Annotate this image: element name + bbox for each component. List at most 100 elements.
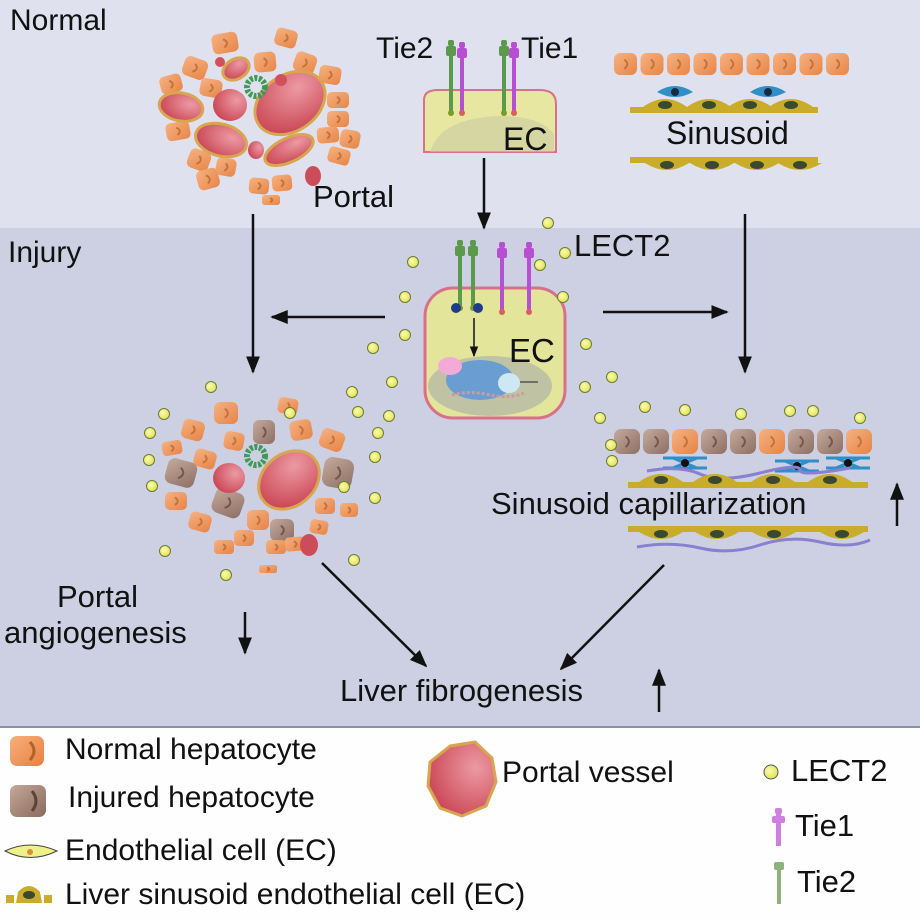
lect2-molecule (735, 408, 747, 420)
lect2-molecule (534, 259, 546, 271)
legend-lect2: LECT2 (791, 753, 888, 788)
lect2-molecule (679, 404, 691, 416)
normal-hepatocyte (759, 429, 785, 454)
injured-hepatocyte (614, 429, 640, 454)
normal-tie-receptors (446, 40, 519, 116)
lsec-layer (630, 107, 818, 113)
normal-hepatocyte (161, 439, 183, 457)
normal-hepatocyte (309, 519, 329, 535)
lect2-molecule (557, 291, 569, 303)
label-liver-fibrogenesis: Liver fibrogenesis (340, 673, 583, 708)
lect2-molecule (854, 412, 866, 424)
injured-endothelial-cell (423, 286, 567, 420)
injured-hepatocyte (270, 519, 294, 541)
normal-hepatocyte (667, 53, 690, 75)
portal-vessel (263, 133, 315, 167)
portal-vessel (194, 121, 248, 159)
portal-vessel (248, 141, 264, 159)
tie2-receptor (499, 40, 509, 116)
lsec-nucleus (658, 101, 672, 109)
portal-vessel (253, 69, 327, 137)
normal-hepatocyte (181, 56, 209, 80)
lect2-molecule (605, 439, 617, 451)
normal-hepatocyte (248, 177, 270, 195)
legend-injured-hepatocyte: Injured hepatocyte (68, 781, 315, 814)
label-tie2: Tie2 (376, 32, 434, 65)
lsec-layer (630, 157, 818, 163)
portal-vessel (257, 449, 321, 511)
normal-hepatocyte (327, 146, 351, 166)
portal-vessel (213, 89, 247, 121)
arrow-portal-to-fibrosis (321, 562, 428, 668)
normal-hepatocyte (693, 53, 717, 75)
lsec-nucleus (750, 161, 764, 169)
label-ec-injury: EC (509, 332, 555, 369)
tie1-receptor (509, 42, 519, 116)
lsec-nucleus (784, 101, 798, 109)
lect2-molecule (348, 554, 360, 566)
lect2-molecule (580, 338, 592, 350)
lect2-molecule (352, 406, 364, 418)
injured-hepatocyte (730, 429, 756, 454)
injured-hepatocyte (321, 456, 355, 490)
lect2-molecule (369, 492, 381, 504)
capillarized-sinusoid (614, 429, 872, 553)
section-label-normal: Normal (10, 4, 107, 37)
lsec-nucleus (660, 161, 674, 169)
nucleus-icon (446, 360, 514, 400)
normal-hepatocyte (720, 53, 743, 75)
normal-hepatocyte (253, 51, 277, 73)
lsec-layer (628, 526, 868, 532)
lect2-molecule (542, 217, 554, 229)
label-portal: Portal (313, 179, 394, 214)
normal-hepatocyte (215, 157, 237, 177)
lect2-molecule (369, 451, 381, 463)
legend-portal-vessel: Portal vessel (502, 756, 674, 789)
lect2-molecule (784, 405, 796, 417)
normal-hepatocyte (193, 448, 217, 470)
lect2-molecule (559, 247, 571, 259)
lsec-nucleus (743, 101, 757, 109)
lsec-nucleus (705, 161, 719, 169)
lsec-nucleus (793, 161, 807, 169)
injured-portal-tissue (161, 397, 358, 573)
bile-duct (244, 75, 268, 99)
lect2-bound-icon (473, 303, 483, 313)
normal-hepatocyte (266, 540, 286, 554)
lect2-molecule (639, 401, 651, 413)
injured-tie-receptors (451, 240, 534, 315)
injured-hepatocyte (643, 429, 669, 454)
tie1-receptor (457, 42, 467, 116)
normal-hepatocyte (181, 418, 205, 442)
lect2-molecule (594, 412, 606, 424)
normal-hepatocyte (271, 174, 293, 192)
normal-hepatocyte (614, 53, 637, 75)
normal-hepatocyte (214, 540, 234, 554)
lect2-molecule (807, 405, 819, 417)
activated-stellate-cell (775, 459, 819, 473)
label-ec-normal: EC (503, 121, 548, 157)
normal-hepatocyte (327, 111, 349, 127)
normal-hepatocyte (211, 31, 239, 55)
section-label-injury: Injury (8, 236, 82, 269)
portal-vessel (275, 74, 287, 86)
normal-hepatocyte (223, 431, 245, 451)
lect2-molecule (606, 371, 618, 383)
tie1-receptor (497, 242, 507, 315)
normal-hepatocyte (188, 511, 212, 533)
lect2-molecule (407, 256, 419, 268)
injured-hepatocyte (211, 487, 245, 519)
lect2-molecule (143, 454, 155, 466)
lsec-nucleus (835, 530, 849, 538)
normal-hepatocyte (316, 126, 340, 144)
lsec-nucleus (710, 530, 724, 538)
lect2-bound-icon (451, 303, 461, 313)
injured-hepatocyte (164, 458, 198, 488)
lect2-molecule (606, 455, 618, 467)
label-lect2: LECT2 (574, 228, 671, 263)
lsec-nucleus (766, 476, 780, 484)
normal-hepatocyte (262, 195, 280, 205)
normal-hepatocyte (289, 419, 313, 441)
normal-hepatocyte (746, 53, 770, 75)
stellate-nucleus (764, 88, 772, 96)
